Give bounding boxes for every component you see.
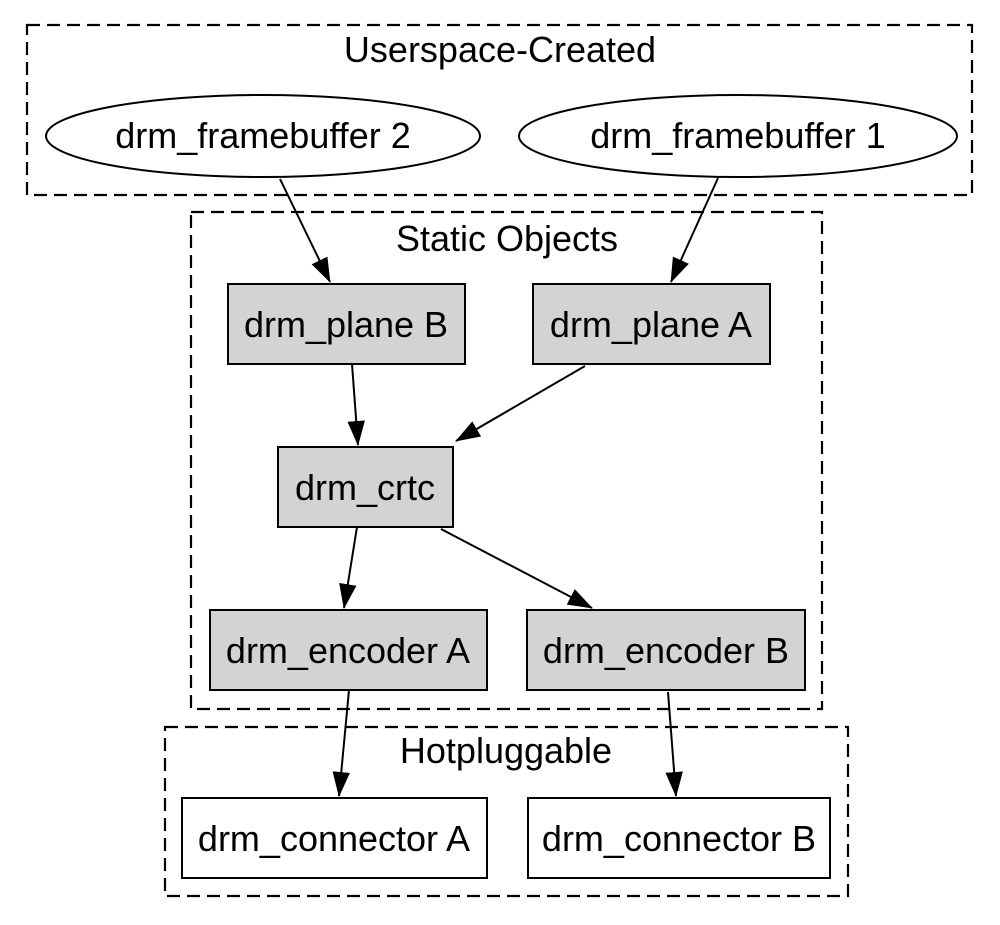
node-drm-encoder-B <box>526 609 806 691</box>
edge-encoderA-to-connectorA <box>332 689 350 797</box>
node-drm-connector-B-label: drm_connector B <box>542 818 816 859</box>
cluster-userspace-created <box>25 23 974 197</box>
node-drm-plane-B-label: drm_plane B <box>244 304 448 345</box>
edge-planeB-to-crtc <box>347 363 365 446</box>
node-drm-framebuffer-2 <box>45 94 481 178</box>
node-drm-encoder-A <box>209 609 488 691</box>
cluster-hotpluggable-title: Hotpluggable <box>400 730 612 771</box>
node-drm-plane-B <box>227 283 466 365</box>
node-drm-connector-A-label: drm_connector A <box>198 818 470 859</box>
node-drm-plane-A <box>532 283 771 365</box>
node-drm-encoder-A-label: drm_encoder A <box>226 630 470 671</box>
cluster-hotpluggable <box>163 725 850 898</box>
edge-framebuffer1-to-planeA <box>670 177 719 283</box>
node-drm-framebuffer-1-label: drm_framebuffer 1 <box>590 115 885 156</box>
node-drm-crtc-label: drm_crtc <box>295 467 435 508</box>
cluster-static-objects-title: Static Objects <box>396 218 618 259</box>
cluster-static-objects <box>189 210 824 711</box>
node-drm-connector-A <box>181 797 488 879</box>
node-drm-plane-A-label: drm_plane A <box>550 304 752 345</box>
node-drm-connector-B <box>527 797 831 879</box>
cluster-userspace-created-title: Userspace-Created <box>344 29 656 70</box>
node-drm-framebuffer-2-label: drm_framebuffer 2 <box>115 115 410 156</box>
edge-crtc-to-encoderB <box>440 528 593 609</box>
edge-planeA-to-crtc <box>455 365 586 442</box>
edge-encoderB-to-connectorB <box>665 691 683 797</box>
node-drm-encoder-B-label: drm_encoder B <box>543 630 789 671</box>
edge-framebuffer2-to-planeB <box>279 178 331 283</box>
edge-crtc-to-encoderA <box>339 526 358 609</box>
node-drm-framebuffer-1 <box>518 94 958 178</box>
node-drm-crtc <box>277 446 454 528</box>
